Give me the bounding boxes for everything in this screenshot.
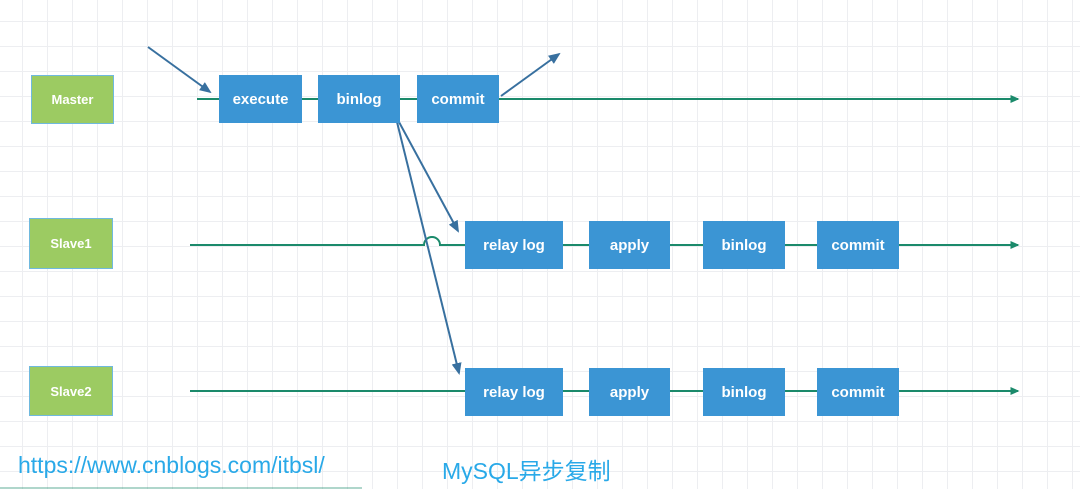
step-box-slave2-apply: apply <box>589 368 670 416</box>
binlog-to-slave1-relaylog-arrow <box>398 121 459 233</box>
incoming-request-arrow <box>147 46 212 94</box>
step-label-slave2-relaylog: relay log <box>483 383 545 401</box>
diagram-title: MySQL异步复制 <box>442 458 611 484</box>
step-box-slave2-commit: commit <box>817 368 899 416</box>
step-label-slave1-commit: commit <box>831 236 885 254</box>
step-label-slave2-binlog: binlog <box>721 383 767 401</box>
bottom-edge-line <box>0 487 362 489</box>
binlog-to-slave2-relaylog-arrow <box>396 121 462 375</box>
lane-label-slave2: Slave2 <box>50 383 92 399</box>
commit-return-arrow <box>500 52 561 97</box>
step-box-master-execute: execute <box>219 75 302 123</box>
step-box-slave1-binlog: binlog <box>703 221 785 269</box>
slave1-timeline-arrow <box>190 236 1020 249</box>
step-box-slave1-relaylog: relay log <box>465 221 563 269</box>
step-label-slave1-relaylog: relay log <box>483 236 545 254</box>
lane-box-slave1: Slave1 <box>29 218 113 269</box>
step-label-master-commit: commit <box>431 90 485 108</box>
step-label-master-binlog: binlog <box>336 90 382 108</box>
lane-box-master: Master <box>31 75 114 124</box>
step-box-slave2-binlog: binlog <box>703 368 785 416</box>
lane-box-slave2: Slave2 <box>29 366 113 416</box>
step-box-slave1-apply: apply <box>589 221 670 269</box>
step-label-slave1-apply: apply <box>609 236 650 254</box>
lane-label-master: Master <box>51 92 94 107</box>
step-label-slave1-binlog: binlog <box>721 236 767 254</box>
step-label-slave2-apply: apply <box>609 383 650 401</box>
step-label-slave2-commit: commit <box>831 383 885 401</box>
step-box-master-binlog: binlog <box>318 75 400 123</box>
step-box-slave1-commit: commit <box>817 221 899 269</box>
step-box-master-commit: commit <box>417 75 499 123</box>
source-url-text: https://www.cnblogs.com/itbsl/ <box>18 452 325 478</box>
step-box-slave2-relaylog: relay log <box>465 368 563 416</box>
lane-label-slave1: Slave1 <box>50 236 92 251</box>
step-label-master-execute: execute <box>232 90 289 108</box>
